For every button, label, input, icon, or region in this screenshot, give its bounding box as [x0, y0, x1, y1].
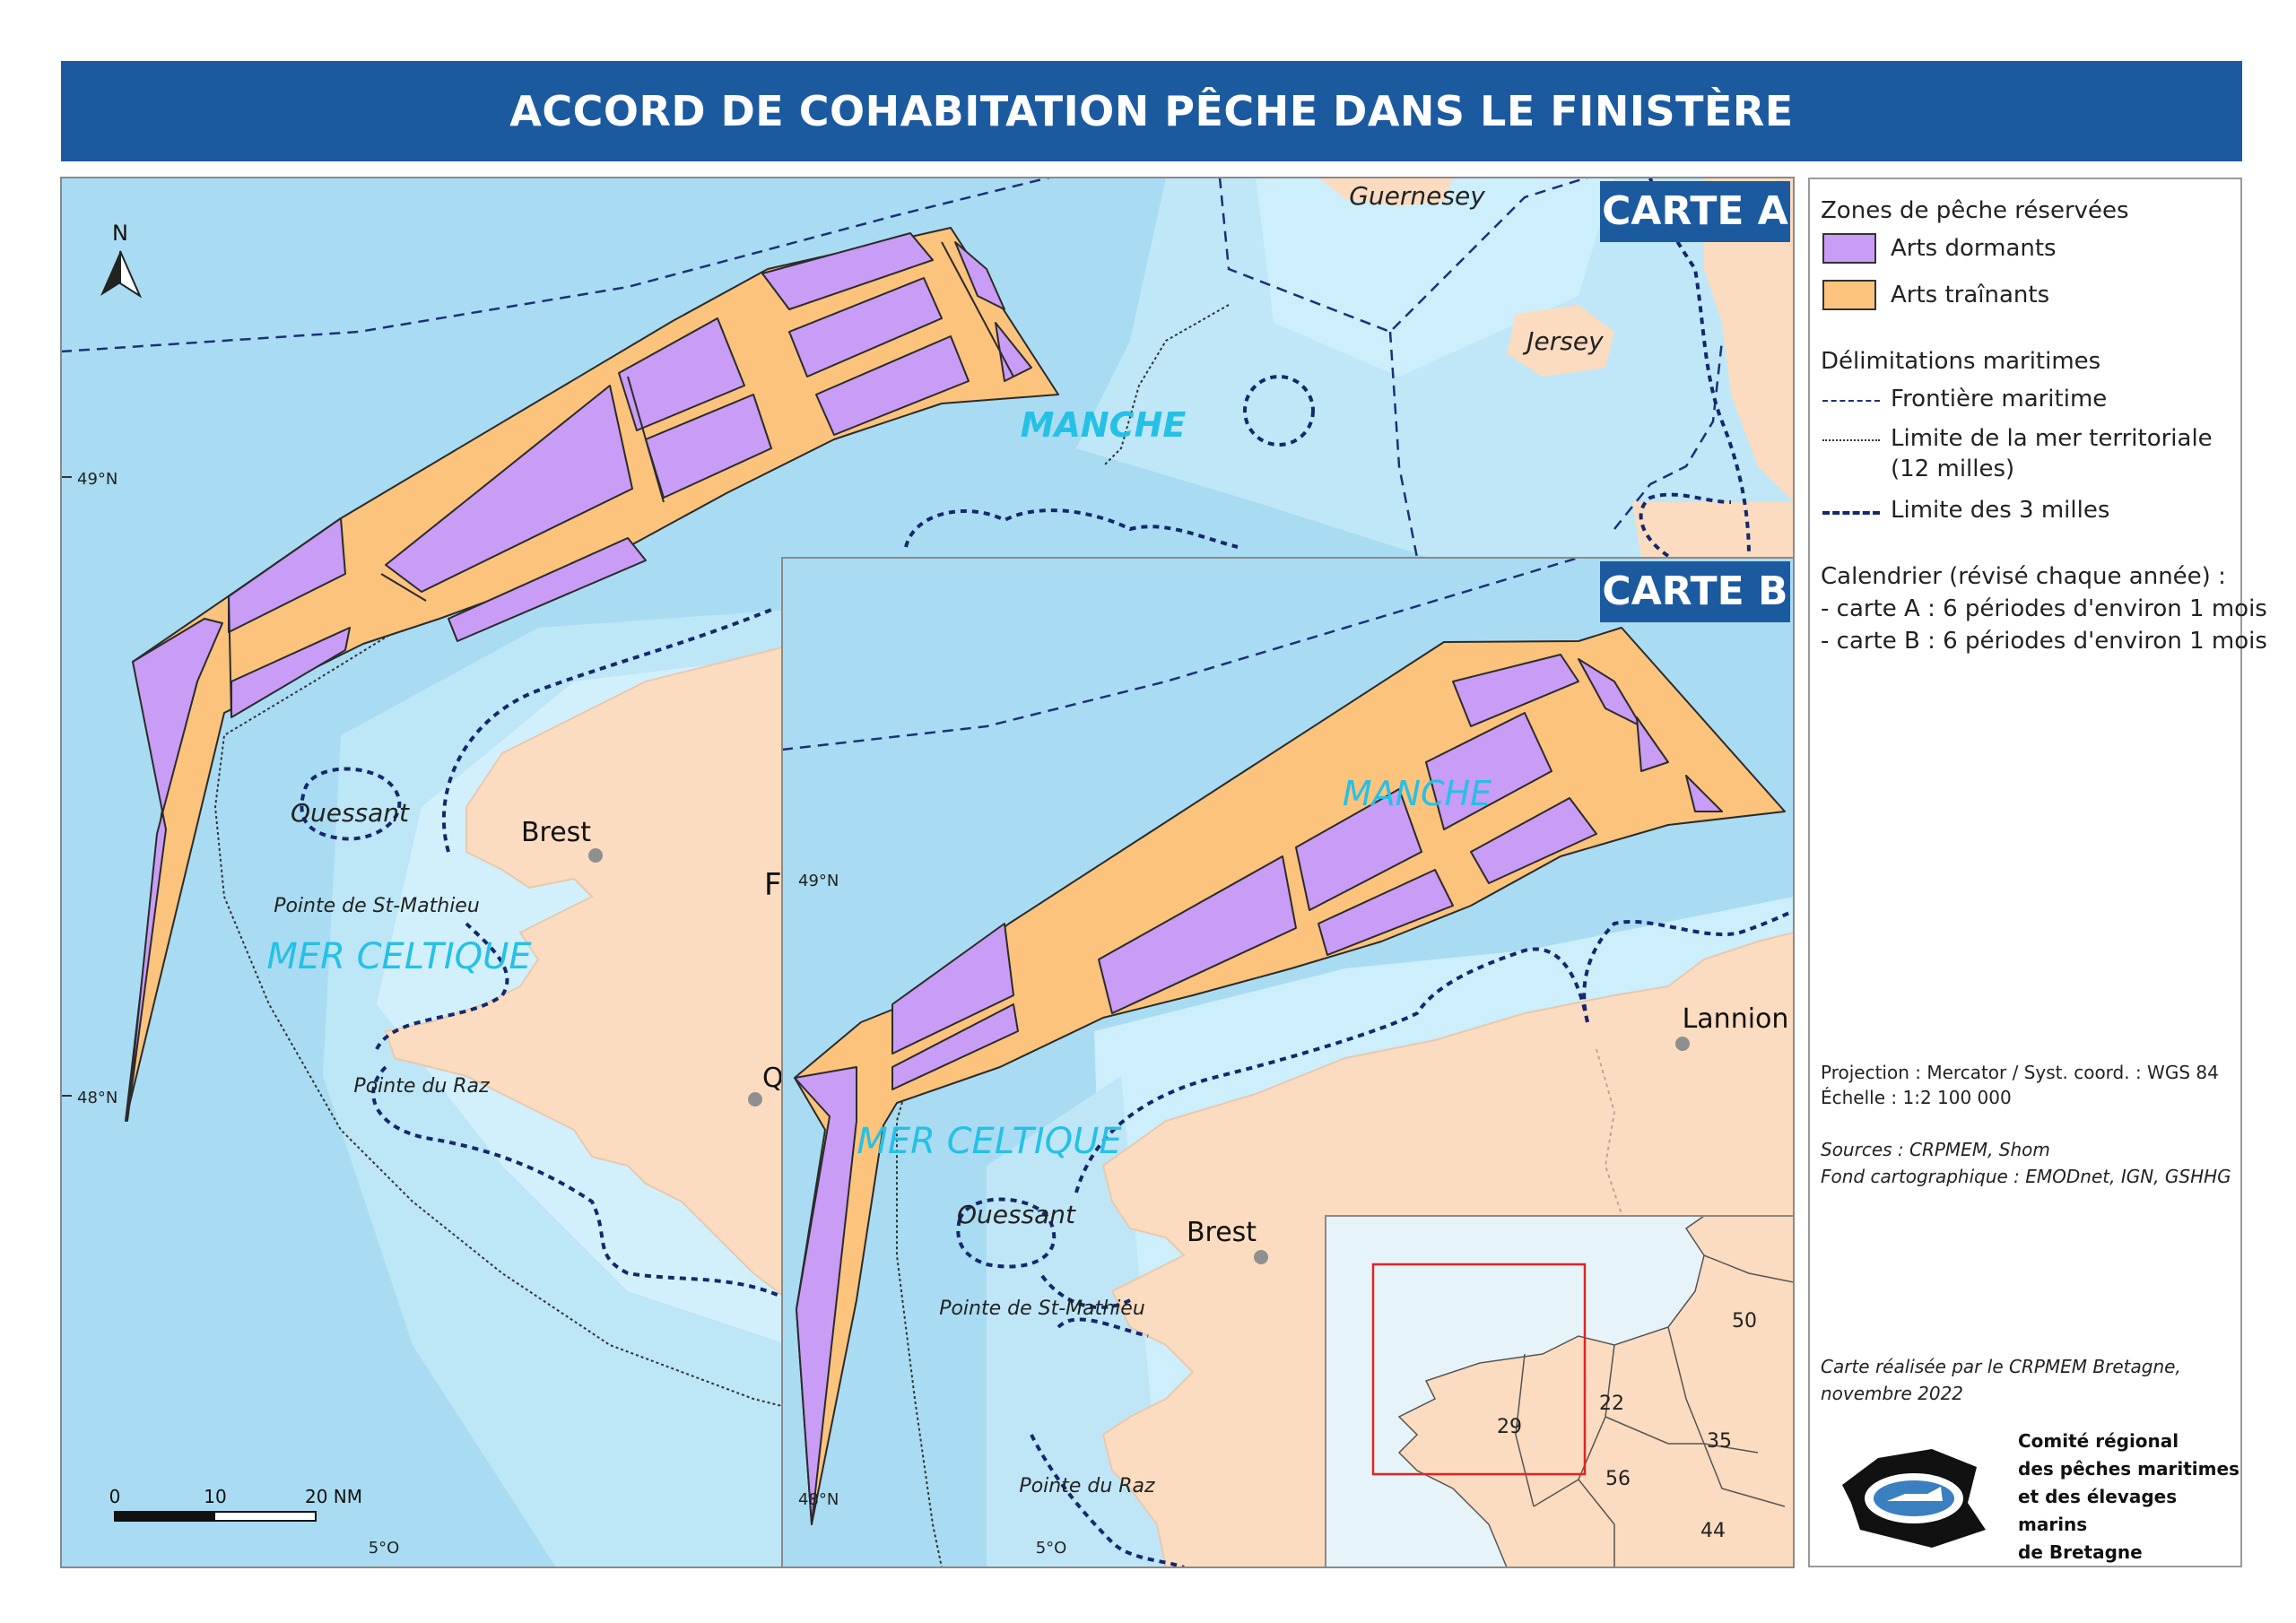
legend-frontiere: Frontière maritime [1891, 386, 2108, 412]
map-a-lat-49: 49°N [77, 470, 117, 489]
map-a-lon-5: 5°O [369, 1539, 400, 1558]
map-b-lon-5: 5°O [1036, 1539, 1067, 1558]
legend-echelle: Échelle : 1:2 100 000 [1821, 1087, 2012, 1108]
map-a-label-st-mathieu: Pointe de St-Mathieu [274, 895, 480, 917]
inset-dept-50: 50 [1732, 1310, 1757, 1332]
map-b-label-ouessant: Ouessant [957, 1200, 1076, 1229]
map-a-label-mer-celtique: MER CELTIQUE [266, 936, 532, 977]
legend-realisee-2: novembre 2022 [1821, 1383, 1964, 1404]
map-a-label-manche: MANCHE [1021, 405, 1187, 445]
legend-panel: Zones de pêche réservées Arts dormants A… [1808, 178, 2267, 1567]
map-b-lat-48: 48°N [798, 1490, 839, 1509]
inset-dept-44: 44 [1700, 1520, 1726, 1542]
inset-dept-22: 22 [1599, 1393, 1624, 1415]
map-b-badge [1600, 561, 1790, 622]
logo-text: Comité régional des pêches maritimes et … [2018, 1430, 2239, 1563]
map-a-label-brest: Brest [521, 817, 591, 848]
legend-limite-12-line2: (12 milles) [1891, 456, 2015, 482]
legend-projection: Projection : Mercator / Syst. coord. : W… [1821, 1062, 2219, 1083]
map-a-badge [1600, 181, 1790, 242]
map-a-brest-dot [588, 848, 603, 863]
legend-line-frontiere [1822, 400, 1880, 402]
inset-dept-29: 29 [1497, 1416, 1522, 1438]
north-arrow-icon: N [100, 221, 143, 299]
map-b-frame [781, 557, 1795, 1568]
map-a-guernesey-land [1318, 178, 1453, 206]
scale-label-0: 0 [109, 1486, 121, 1507]
map-b-lat-49: 49°N [798, 872, 839, 890]
inset-dept-56: 56 [1605, 1468, 1631, 1490]
map-a-lat-48: 48°N [77, 1089, 117, 1107]
legend-zones-title: Zones de pêche réservées [1821, 197, 2129, 224]
legend-arts-dormants: Arts dormants [1891, 235, 2057, 262]
inset-extent-box [1371, 1263, 1587, 1476]
inset-map: 50 22 29 35 56 44 [1326, 1216, 1794, 1567]
legend-swatch-dormants [1822, 233, 1876, 264]
legend-sources: Sources : CRPMEM, Shom [1821, 1139, 2050, 1160]
map-b-label-lannion: Lannion [1683, 1003, 1789, 1035]
inset-bretagne-land [1397, 1216, 1794, 1567]
legend-swatch-trainants [1822, 280, 1876, 310]
map-a-jersey-land [1507, 305, 1614, 377]
legend-cal-b: - carte B : 6 périodes d'environ 1 mois [1821, 628, 2267, 655]
map-a-badge-label: CARTE A [1602, 188, 1788, 234]
legend-cal-title: Calendrier (révisé chaque année) : [1821, 563, 2226, 590]
crpmem-logo-icon [1842, 1449, 1986, 1548]
map-b-label-raz: Pointe du Raz [1019, 1475, 1155, 1497]
map-a-label-ouessant: Ouessant [291, 798, 410, 828]
scale-label-20: 20 NM [305, 1486, 362, 1507]
north-label: N [112, 221, 128, 246]
scale-label-10: 10 [204, 1486, 226, 1507]
map-a-label-jersey: Jersey [1522, 326, 1604, 356]
inset-dept-35: 35 [1707, 1430, 1732, 1453]
title-bar: ACCORD DE COHABITATION PÊCHE DANS LE FIN… [61, 61, 2242, 161]
legend-fond: Fond cartographique : EMODnet, IGN, GSHH… [1821, 1166, 2231, 1187]
map-b-3-miles [956, 909, 1794, 1567]
inset-frame [1325, 1215, 1795, 1568]
scale-bar: 0 10 20 NM [109, 1486, 362, 1522]
map-b-badge-label: CARTE B [1602, 568, 1787, 614]
map-b-brest-dot [1254, 1250, 1268, 1264]
map-b-label-st-mathieu: Pointe de St-Mathieu [939, 1298, 1145, 1320]
map-b-label-mer-celtique: MER CELTIQUE [857, 1121, 1122, 1162]
legend-limite-12-line1: Limite de la mer territoriale [1891, 425, 2213, 452]
map-a-label-partial-f: F [764, 867, 782, 903]
legend-delim-title: Délimitations maritimes [1821, 348, 2101, 375]
map-a-label-partial-q: Q [762, 1063, 784, 1094]
map-b-frontier [782, 558, 1579, 751]
map-a-12-miles [1102, 304, 1230, 467]
map-b-fishing-zones [794, 627, 1786, 1525]
legend-limite-3: Limite des 3 milles [1891, 497, 2110, 524]
legend-line-12-miles [1822, 439, 1880, 441]
map-b-lannion-dot [1675, 1037, 1690, 1051]
page-title: ACCORD DE COHABITATION PÊCHE DANS LE FIN… [509, 87, 1794, 135]
legend-line-3-miles [1822, 511, 1880, 515]
map-a-label-guernesey: Guernesey [1349, 181, 1485, 211]
map-a-label-raz: Pointe du Raz [353, 1075, 490, 1098]
map-a-frontier [61, 178, 1050, 353]
map-b-label-manche: MANCHE [1343, 774, 1492, 813]
map-b-label-brest: Brest [1187, 1217, 1257, 1248]
map-a-fishing-zones [125, 227, 1059, 1122]
legend-realisee-1: Carte réalisée par le CRPMEM Bretagne, [1821, 1356, 2181, 1377]
legend-arts-trainants: Arts traînants [1891, 282, 2050, 308]
legend-cal-a: - carte A : 6 périodes d'environ 1 mois [1821, 595, 2267, 622]
map-a-cotentin-land [1704, 178, 1794, 502]
